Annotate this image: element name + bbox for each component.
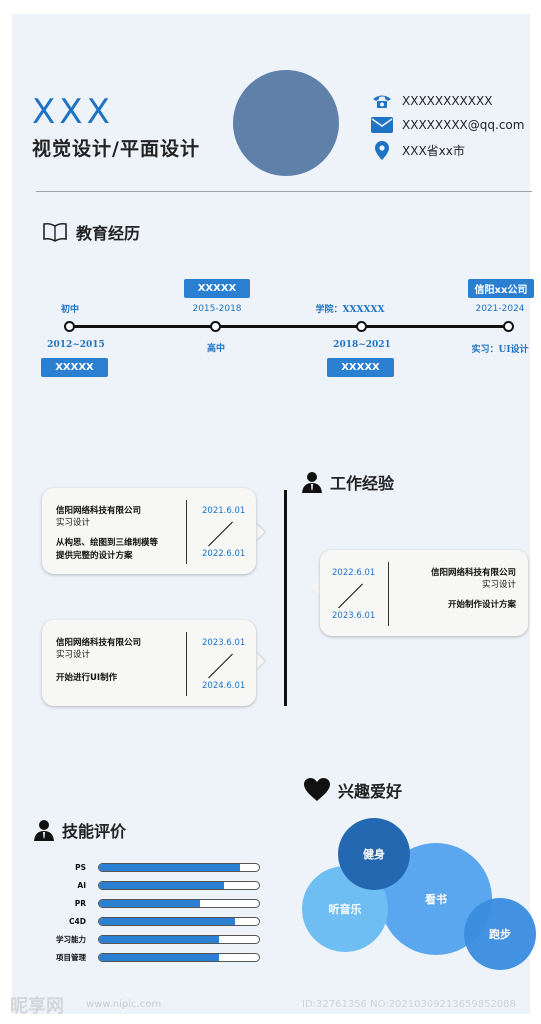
education-timeline [70,325,510,328]
profile-photo-placeholder [233,70,339,176]
skill-level-fill [99,881,224,889]
skill-label: AI [77,880,86,890]
work-card: 信阳网络科技有限公司 实习设计 开始进行UI制作 2023.6.01 2024.… [42,620,256,706]
phone-number: XXXXXXXXXXX [402,94,493,108]
envelope-icon [370,115,394,135]
education-box: 信阳xx公司 [468,279,534,298]
work-role: 实习设计 [481,580,516,590]
work-start-date: 2021.6.01 [202,506,246,516]
skill-row: C4D [38,916,260,926]
open-book-icon [42,222,68,242]
work-company: 信阳网络科技有限公司 [56,638,142,648]
education-date: 2021-2024 [475,304,525,314]
skill-level-fill [99,953,219,961]
skill-bar [98,934,260,944]
work-end-date: 2024.6.01 [202,681,246,691]
education-label: 2018~2021 [333,340,391,350]
skill-bar [98,898,260,908]
timeline-node [503,321,514,332]
hobby-bubble: 跑步 [464,898,536,970]
person-suit-icon [302,471,322,493]
skill-label: PS [75,862,86,872]
skills-title: 技能评价 [62,822,127,841]
contact-phone: XXXXXXXXXXX [370,91,492,111]
contact-address: XXX省xx市 [370,140,465,160]
skill-label: 学习能力 [56,934,86,944]
hobby-bubble: 健身 [338,818,410,890]
person-suit-icon [34,819,54,841]
work-company: 信阳网络科技有限公司 [56,506,142,516]
skill-label: PR [74,898,86,908]
hobbies-heading: 兴趣爱好 [304,778,402,802]
watermark-site: www.nipic.com [86,999,162,1010]
skill-row: PS [38,862,260,872]
location-pin-icon [370,140,394,160]
skill-level-fill [99,917,235,925]
skill-level-fill [99,899,200,907]
hobbies-title: 兴趣爱好 [338,782,403,801]
date-slash [208,653,233,679]
home-address: XXX省xx市 [402,143,465,158]
education-label: 初中 [60,305,80,315]
education-box: XXXXX [184,279,250,298]
skill-label: 项目管理 [56,952,86,962]
timeline-node [210,321,221,332]
email-address: XXXXXXXX@qq.com [402,118,525,132]
education-box: XXXXX [327,358,394,377]
work-start-date: 2022.6.01 [332,568,376,578]
watermark-logo: 昵享网 [10,996,64,1017]
work-start-date: 2023.6.01 [202,638,246,648]
work-end-date: 2022.6.01 [202,549,246,559]
education-label: 高中 [206,344,226,354]
work-description: 开始进行UI制作 [56,673,118,683]
work-end-date: 2023.6.01 [332,611,376,621]
work-card: 2022.6.01 2023.6.01 信阳网络科技有限公司 实习设计 开始制作… [320,550,528,636]
education-heading: 教育经历 [42,220,140,244]
date-slash [338,583,363,609]
candidate-name: XXX [32,92,114,132]
work-role: 实习设计 [56,650,91,660]
skill-level-fill [99,863,240,871]
work-role: 实习设计 [56,518,91,528]
skill-row: PR [38,898,260,908]
job-title: 视觉设计/平面设计 [32,138,200,160]
header-divider [36,191,532,192]
education-title: 教育经历 [76,224,141,243]
timeline-node [356,321,367,332]
phone-icon [370,91,394,111]
date-slash [208,521,233,547]
skill-row: 学习能力 [38,934,260,944]
work-title: 工作经验 [330,474,395,493]
education-label: 学院：XXXXXX [315,305,385,315]
education-label: 2012~2015 [47,340,105,350]
work-card: 信阳网络科技有限公司 实习设计 从构思、绘图到三维制模等 提供完整的设计方案 2… [42,488,256,574]
education-date: 2015-2018 [192,304,242,314]
skill-row: 项目管理 [38,952,260,962]
skill-bar [98,862,260,872]
skill-row: AI [38,880,260,890]
skill-bar [98,916,260,926]
timeline-node [64,321,75,332]
skill-bar [98,880,260,890]
work-heading: 工作经验 [302,470,394,494]
card-separator [186,500,187,564]
contact-email: XXXXXXXX@qq.com [370,115,524,135]
education-box: XXXXX [41,358,108,377]
card-separator [186,632,187,696]
skill-label: C4D [69,916,86,926]
resume-page: XXX 视觉设计/平面设计 XXXXXXXXXXX XXXXXXXX@qq.co… [10,14,536,1017]
skill-bar [98,952,260,962]
card-separator [388,562,389,626]
skill-level-fill [99,935,219,943]
work-divider-line [284,490,287,706]
watermark-id: ID:32761356 NO:20210309213659852088 [302,999,516,1010]
work-description: 开始制作设计方案 [447,600,516,610]
work-description: 从构思、绘图到三维制模等 [56,538,159,548]
skills-heading: 技能评价 [34,818,126,842]
heart-icon [304,778,330,802]
work-description: 提供完整的设计方案 [56,551,133,561]
education-label: 实习：UI设计 [471,345,529,355]
work-company: 信阳网络科技有限公司 [430,568,516,578]
